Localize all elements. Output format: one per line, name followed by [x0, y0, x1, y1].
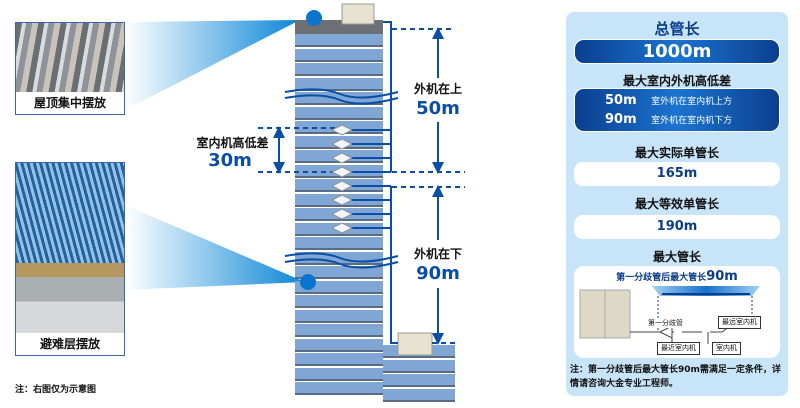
height-diff-title: 最大室内外机高低差 [622, 74, 731, 88]
rooftop-outdoor-unit [341, 3, 375, 25]
indoor-unit-icon [330, 124, 354, 136]
max-pipe-subtitle-value: 90m [706, 269, 738, 284]
total-pipe-value: 1000m [574, 39, 780, 64]
plant-room-image [16, 263, 124, 333]
indoor-unit-icon [330, 152, 354, 164]
building-floor [295, 367, 383, 381]
building-floor [295, 280, 383, 294]
outdoor-above-value: 50m [416, 98, 460, 119]
outdoor-above-label: 外机在上 [413, 82, 462, 96]
building-floor [295, 106, 383, 120]
indoor-diff-label: 室内机高低差 [196, 136, 269, 150]
refrigerant-pipe [350, 185, 398, 344]
actual-single-value: 165m [574, 162, 780, 186]
refuge-location-marker [300, 274, 316, 290]
first-branch-label: 第一分歧管 [648, 318, 683, 328]
building-floor [383, 374, 455, 387]
equiv-single-title: 最大等效单管长 [634, 197, 719, 211]
actual-single-title: 最大实际单管长 [634, 146, 719, 160]
building-floor [295, 324, 383, 337]
break-line [284, 258, 399, 269]
height-diff-value: 90m [605, 112, 637, 127]
outdoor-below-label: 外机在下 [413, 247, 462, 261]
building-floor [383, 359, 455, 373]
rooftop-image [16, 23, 124, 92]
building-floor [295, 237, 383, 250]
outdoor-below-value: 90m [416, 263, 460, 284]
roof-photo-caption: 屋顶集中摆放 [16, 92, 124, 114]
building-floor [295, 34, 383, 47]
indoor-unit-icon [330, 208, 354, 220]
building-floor [295, 309, 383, 323]
max-pipe-title: 最大管长 [652, 250, 701, 264]
indoor-label: 室内机 [712, 342, 741, 355]
outdoor-unit-icon [604, 289, 631, 339]
farthest-indoor-label: 最远室内机 [718, 316, 761, 329]
height-diff-row: 50m 室外机在室内机上方 [605, 92, 779, 111]
max-pipe-subtitle-text: 第一分歧管后最大管长 [616, 273, 707, 283]
outdoor-unit-icon [579, 289, 606, 339]
height-diff-desc: 室外机在室内机上方 [651, 97, 733, 107]
break-line [284, 94, 399, 105]
indoor-unit-icon [330, 194, 354, 206]
height-diff-row: 90m 室外机在室内机下方 [605, 111, 779, 130]
left-note: 注：右图仅为示意图 [15, 385, 97, 395]
roof-photo: 屋顶集中摆放 [15, 22, 125, 115]
refuge-beam [125, 205, 305, 290]
height-diff-value: 50m [605, 93, 637, 108]
total-pipe-title: 总管长 [654, 20, 700, 38]
indoor-unit-icon [330, 166, 354, 178]
right-note: 注：第一分歧管后最大管长90m需满足一定条件，详情请咨询大金专业工程师。 [570, 365, 781, 389]
nearest-indoor-label: 最近室内机 [657, 342, 700, 355]
building-floor [295, 353, 383, 366]
indoor-unit-icon [330, 138, 354, 150]
indoor-unit-icon [330, 222, 354, 234]
max-pipe-subtitle: 第一分歧管后最大管长90m [574, 269, 780, 284]
equiv-single-value: 190m [574, 215, 780, 239]
building-floor [295, 77, 383, 91]
refuge-photo: 避难层摆放 [15, 162, 125, 356]
height-diff-desc: 室外机在室内机下方 [651, 116, 733, 126]
break-line [284, 88, 399, 99]
roof-beam [125, 20, 300, 110]
indoor-unit-icon [330, 180, 354, 192]
tower-image [16, 163, 124, 263]
indoor-diff-value: 30m [208, 150, 252, 171]
branch-schematic [579, 286, 760, 344]
building-floor [383, 388, 455, 402]
building-floor [295, 48, 383, 62]
building-floor [295, 266, 383, 279]
building-floor [295, 295, 383, 308]
building-floor [295, 382, 383, 395]
refrigerant-pipe [350, 21, 392, 173]
spec-panel: 总管长 1000m 最大室内外机高低差 50m 室外机在室内机上方 90m 室外… [566, 12, 788, 396]
building-floor [295, 63, 383, 76]
refuge-photo-caption: 避难层摆放 [16, 333, 124, 355]
roof-location-marker [306, 10, 322, 26]
height-diff-box: 50m 室外机在室内机上方 90m 室外机在室内机下方 [574, 88, 780, 132]
max-pipe-diagram: 第一分歧管后最大管长90m 最远室内机 最近室内机 室内机 第一分歧管 [574, 266, 780, 358]
break-line [284, 252, 399, 263]
building-floor [295, 338, 383, 352]
ground-outdoor-unit [397, 332, 433, 356]
